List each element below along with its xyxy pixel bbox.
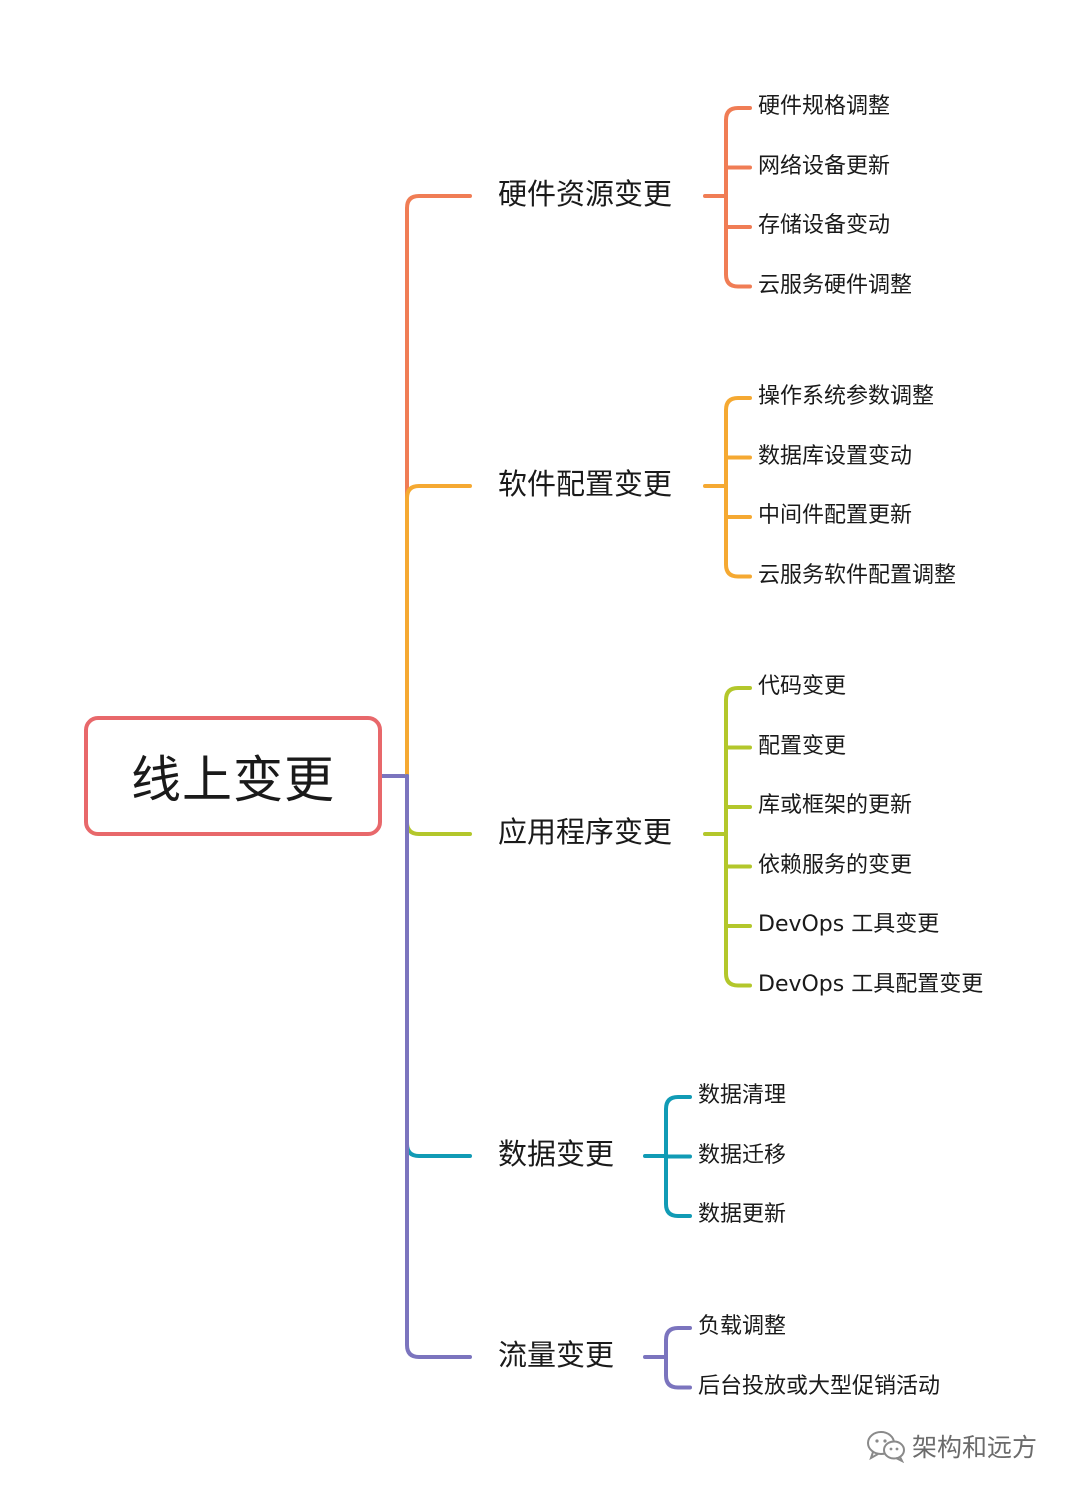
branch-label[interactable]: 流量变更: [498, 1338, 615, 1372]
watermark-text: 架构和远方: [912, 1433, 1038, 1462]
branch-label[interactable]: 应用程序变更: [498, 815, 673, 849]
branch-label[interactable]: 数据变更: [498, 1137, 615, 1171]
branch-connector: [405, 194, 472, 778]
leaf-label[interactable]: DevOps 工具变更: [758, 912, 940, 937]
leaf-bracket: [664, 1326, 692, 1390]
leaf-label[interactable]: 数据清理: [698, 1083, 787, 1108]
wechat-icon: [867, 1431, 905, 1463]
leaf-label[interactable]: 硬件规格调整: [758, 94, 891, 119]
leaf-bracket: [724, 396, 752, 579]
branch-label[interactable]: 硬件资源变更: [498, 177, 673, 211]
watermark: 架构和远方: [866, 1428, 1037, 1464]
leaf-label[interactable]: 库或框架的更新: [758, 793, 913, 818]
leaf-label[interactable]: 中间件配置更新: [758, 503, 913, 528]
branch-connector: [405, 774, 472, 836]
leaf-label[interactable]: DevOps 工具配置变更: [758, 971, 984, 997]
leaf-label[interactable]: 配置变更: [758, 733, 847, 759]
leaf-label[interactable]: 云服务软件配置调整: [758, 562, 957, 588]
root-node[interactable]: 线上变更: [84, 716, 382, 836]
leaf-label[interactable]: 网络设备更新: [758, 153, 891, 179]
leaf-label[interactable]: 数据更新: [698, 1202, 787, 1227]
leaf-label[interactable]: 代码变更: [758, 674, 847, 699]
leaf-label[interactable]: 操作系统参数调整: [758, 384, 935, 409]
branch-connector: [405, 774, 472, 1359]
leaf-bracket: [724, 686, 752, 988]
leaf-label[interactable]: 数据库设置变动: [758, 443, 913, 469]
leaf-label[interactable]: 后台投放或大型促销活动: [698, 1373, 941, 1399]
leaf-label[interactable]: 负载调整: [698, 1314, 787, 1339]
branch-connector: [405, 484, 472, 778]
leaf-label[interactable]: 数据迁移: [698, 1142, 787, 1168]
root-label: 线上变更: [131, 751, 335, 809]
branch-label[interactable]: 软件配置变更: [498, 467, 673, 501]
leaf-label[interactable]: 存储设备变动: [758, 213, 891, 238]
leaf-label[interactable]: 云服务硬件调整: [758, 272, 913, 298]
leaf-label[interactable]: 依赖服务的变更: [758, 852, 913, 878]
leaf-bracket: [724, 106, 752, 289]
